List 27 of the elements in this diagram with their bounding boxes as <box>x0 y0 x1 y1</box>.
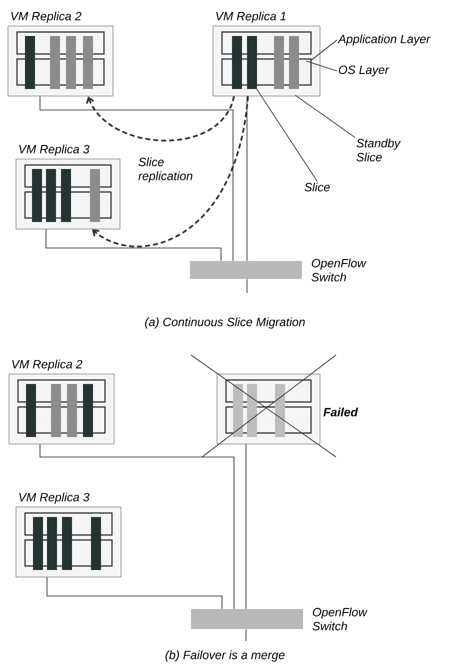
switch-label: OpenFlow Switch <box>312 258 367 282</box>
callout-text: Standby Slice <box>356 138 401 162</box>
callout-text: OS Layer <box>338 66 390 76</box>
callout-text: Slice <box>304 182 330 192</box>
leader-line <box>310 40 338 62</box>
box-heading: VM Replica 1 <box>216 12 286 23</box>
panel-caption: (b) Failover is a merge <box>166 650 285 662</box>
switch-label: OpenFlow Switch <box>312 608 368 630</box>
box-heading: VM Replica 3 <box>19 492 90 504</box>
box-heading: VM Replica 2 <box>12 360 82 371</box>
network-line <box>46 576 222 610</box>
leader-line <box>256 88 318 182</box>
leader-line <box>294 94 356 138</box>
status-label: Failed <box>323 408 358 416</box>
callout-text: Application Layer <box>338 34 431 46</box>
network-line <box>40 444 234 610</box>
network-line <box>246 278 248 294</box>
network-line <box>246 96 248 262</box>
box-heading: VM Replica 3 <box>19 144 90 156</box>
replication-arrow <box>86 96 235 142</box>
panel-caption: (a) Continuous Slice Migration <box>145 317 305 329</box>
network-line <box>46 228 222 262</box>
replication-arrow <box>92 96 249 248</box>
leader-line <box>306 60 338 72</box>
annotation-text: Slice replication <box>138 157 192 183</box>
box-heading: VM Replica 2 <box>11 12 82 23</box>
network-line <box>40 96 234 262</box>
